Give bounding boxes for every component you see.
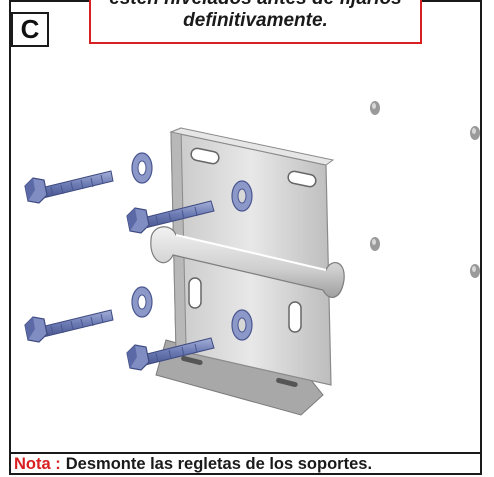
wall-plug-top-right (470, 126, 480, 140)
bracket-plate (150, 127, 345, 416)
note-label: Nota : (14, 454, 61, 473)
washer-loose-upper (131, 152, 153, 184)
callout-line-2: definitivamente. (183, 10, 328, 31)
warning-callout: estén nivelados antes de fijarlos defini… (89, 0, 422, 44)
bolt-inserted-lower (126, 337, 215, 371)
washer-on-plate-upper (231, 180, 253, 212)
washer-on-plate-lower (231, 309, 253, 341)
note-footer: Nota : Desmonte las regletas de los sopo… (11, 452, 480, 474)
wall-plug-bottom-right (470, 264, 480, 278)
bolt-loose-upper (24, 170, 114, 204)
wall-plug-bottom-left (370, 237, 380, 251)
step-label: C (11, 12, 49, 47)
callout-line-1: estén nivelados antes de fijarlos (91, 0, 420, 10)
assembly-illustration (24, 101, 480, 416)
bolt-loose-lower (24, 309, 114, 343)
note-text: Desmonte las regletas de los soportes. (65, 454, 373, 473)
washer-loose-lower (131, 286, 153, 318)
wall-plug-top-left (370, 101, 380, 115)
bolt-inserted-upper (126, 200, 215, 234)
